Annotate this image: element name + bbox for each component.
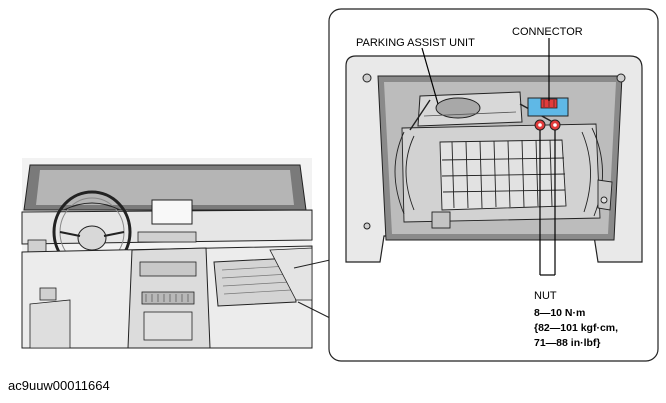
parking-assist-unit-label: PARKING ASSIST UNIT	[356, 37, 475, 49]
connector-label: CONNECTOR	[512, 26, 583, 38]
internal-structure	[394, 99, 613, 229]
connector	[527, 97, 569, 117]
nut-leader	[539, 130, 556, 276]
torque-spec-line2: {82—101 kgf·cm,	[534, 322, 618, 334]
glove-box-opening	[213, 257, 297, 307]
parking-assist-leader	[421, 47, 439, 105]
figure-code: ac9uuw00011664	[8, 378, 110, 393]
torque-spec-line1: 8—10 N·m	[534, 307, 585, 319]
parking-assist-unit	[417, 91, 523, 127]
torque-spec-line3: 71—88 in·lbf}	[534, 337, 601, 349]
detail-view: PARKING ASSIST UNIT CONNECTOR NUT 8—10 N…	[328, 8, 659, 362]
nut-label: NUT	[534, 290, 557, 302]
dashboard-overview	[21, 158, 331, 349]
